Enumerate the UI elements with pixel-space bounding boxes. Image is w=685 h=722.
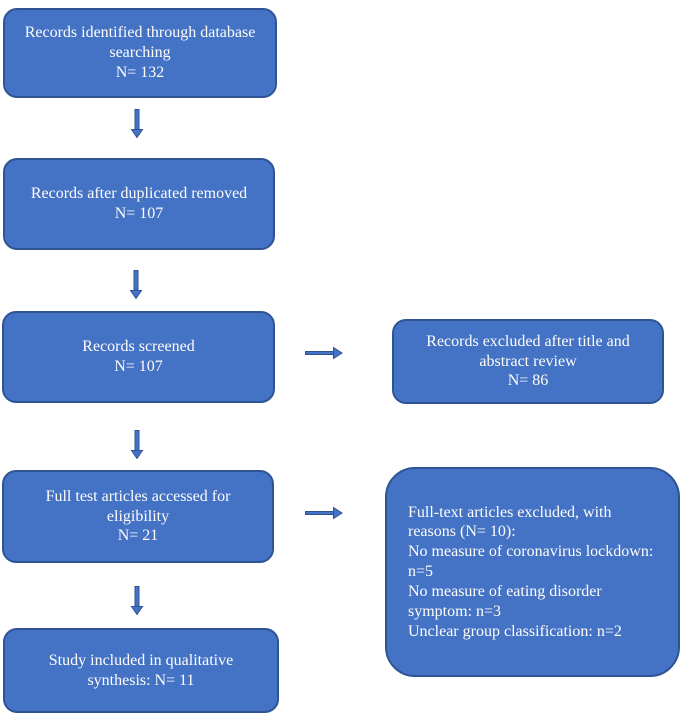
box-records-after-duplicates: Records after duplicated removed N= 107 (3, 158, 275, 250)
box-excluded-title-abstract: Records excluded after title and abstrac… (392, 319, 664, 404)
box-records-identified: Records identified through database sear… (3, 8, 277, 98)
arrow-down-icon-2 (129, 270, 143, 299)
arrow-down-icon-1 (130, 109, 144, 138)
arrow-right-icon-2 (305, 506, 343, 520)
box-records-screened: Records screened N= 107 (2, 311, 275, 403)
arrow-down-icon-3 (130, 430, 144, 459)
arrow-right-icon-1 (305, 346, 343, 360)
box-excluded-fulltext-reasons: Full-text articles excluded, with reason… (385, 467, 680, 677)
box-fulltext-assessed: Full test articles accessed for eligibil… (2, 470, 274, 563)
box-qualitative-synthesis: Study included in qualitative synthesis:… (3, 628, 279, 713)
arrow-down-icon-4 (130, 586, 144, 615)
